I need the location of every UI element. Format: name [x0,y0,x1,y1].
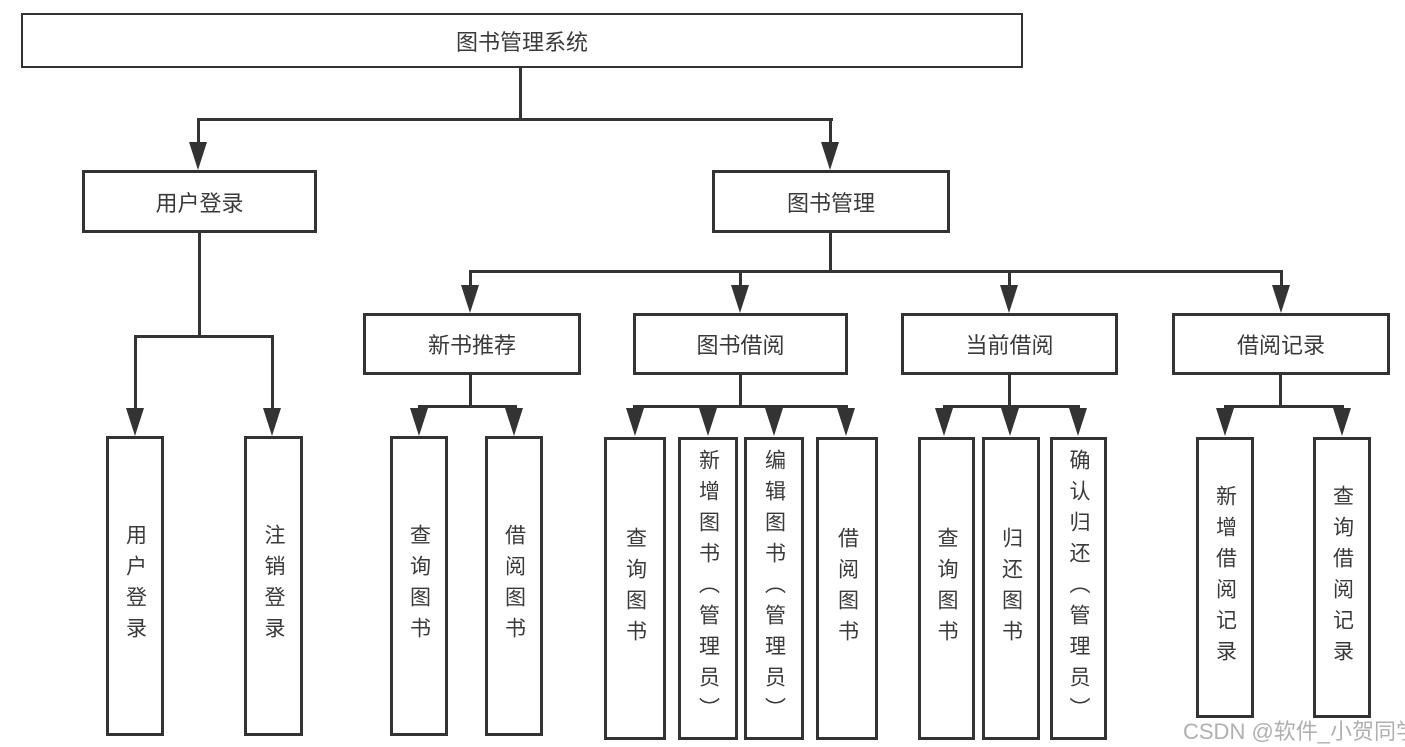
leaf-add-books-admin-label: 新增图书（管理员） [696,449,720,728]
leaf-borrow-borrow-books-label: 借阅图书 [835,526,859,651]
leaf-recommend-borrow-books-label: 借阅图书 [502,524,526,648]
connector-line [198,233,201,335]
leaf-logout-label: 注销登录 [262,524,285,648]
connector-line [829,233,832,270]
leaf-query-borrow-record: 查询借阅记录 [1313,437,1371,718]
connector-arrow [699,408,717,436]
node-user-login-label: 用户登录 [155,190,244,216]
connector-arrow [935,408,953,436]
connector-arrow [1216,408,1234,436]
connector-line [1279,375,1282,405]
connector-arrow [1000,285,1018,313]
node-current-borrow-label: 当前借阅 [965,333,1054,358]
leaf-add-books-admin: 新增图书（管理员） [678,437,738,740]
leaf-current-query-books: 查询图书 [918,437,975,740]
leaf-current-query-books-label: 查询图书 [935,526,958,651]
leaf-logout: 注销登录 [244,436,303,736]
connector-line [829,120,832,142]
leaf-user-login: 用户登录 [106,436,164,736]
leaf-user-login-label: 用户登录 [123,524,147,648]
leaf-borrow-query-books: 查询图书 [604,437,666,740]
node-borrow-records: 借阅记录 [1172,313,1390,375]
node-user-login: 用户登录 [82,170,317,233]
connector-line [469,272,472,285]
connector-line [418,405,517,408]
connector-line [271,337,274,408]
leaf-edit-books-admin: 编辑图书（管理员） [744,437,804,740]
node-library-system-label: 图书管理系统 [455,29,588,55]
leaf-recommend-borrow-books: 借阅图书 [485,436,543,736]
node-book-management: 图书管理 [712,170,950,233]
leaf-query-borrow-record-label: 查询借阅记录 [1330,484,1354,671]
connector-arrow [189,142,207,170]
leaf-borrow-borrow-books: 借阅图书 [816,437,878,740]
connector-line [943,405,1080,408]
leaf-recommend-query-books-label: 查询图书 [407,524,431,648]
connector-arrow [410,408,428,436]
connector-line [739,375,742,405]
connector-arrow [461,285,479,313]
node-book-borrow: 图书借阅 [633,313,848,375]
connector-line [739,272,742,285]
connector-arrow [731,285,749,313]
connector-line [1008,375,1011,405]
node-new-book-recommend: 新书推荐 [363,313,581,375]
node-book-management-label: 图书管理 [786,190,875,216]
connector-line [1008,272,1011,285]
leaf-return-books-label: 归还图书 [999,526,1023,651]
leaf-return-books: 归还图书 [982,437,1040,740]
connector-arrow [626,408,644,436]
connector-line [197,118,833,121]
connector-arrow [1333,408,1351,436]
leaf-edit-books-admin-label: 编辑图书（管理员） [762,449,786,728]
connector-arrow [821,142,839,170]
watermark-text: CSDN @软件_小贺同学 [1183,719,1405,744]
node-current-borrow: 当前借阅 [901,313,1118,375]
connector-line [1224,405,1344,408]
connector-line [519,68,522,118]
leaf-confirm-return-admin: 确认归还（管理员） [1050,437,1107,740]
leaf-borrow-query-books-label: 查询图书 [623,526,647,651]
node-library-system: 图书管理系统 [21,13,1023,68]
connector-arrow [1272,285,1290,313]
node-book-borrow-label: 图书借阅 [696,333,785,358]
connector-line [469,270,1283,273]
connector-line [469,375,472,405]
connector-arrow [505,408,523,436]
node-borrow-records-label: 借阅记录 [1236,333,1325,358]
leaf-add-borrow-record-label: 新增借阅记录 [1213,484,1237,671]
connector-arrow [765,408,783,436]
connector-line [1280,272,1283,285]
connector-arrow [263,408,281,436]
leaf-confirm-return-admin-label: 确认归还（管理员） [1067,449,1090,728]
connector-line [633,405,848,408]
connector-line [134,335,274,338]
connector-arrow [1001,408,1019,436]
connector-line [134,337,137,408]
connector-arrow [837,408,855,436]
connector-line [197,120,200,142]
node-new-book-recommend-label: 新书推荐 [427,333,516,358]
connector-arrow [1069,408,1087,436]
leaf-add-borrow-record: 新增借阅记录 [1196,437,1254,718]
leaf-recommend-query-books: 查询图书 [390,436,448,736]
connector-arrow [126,408,144,436]
